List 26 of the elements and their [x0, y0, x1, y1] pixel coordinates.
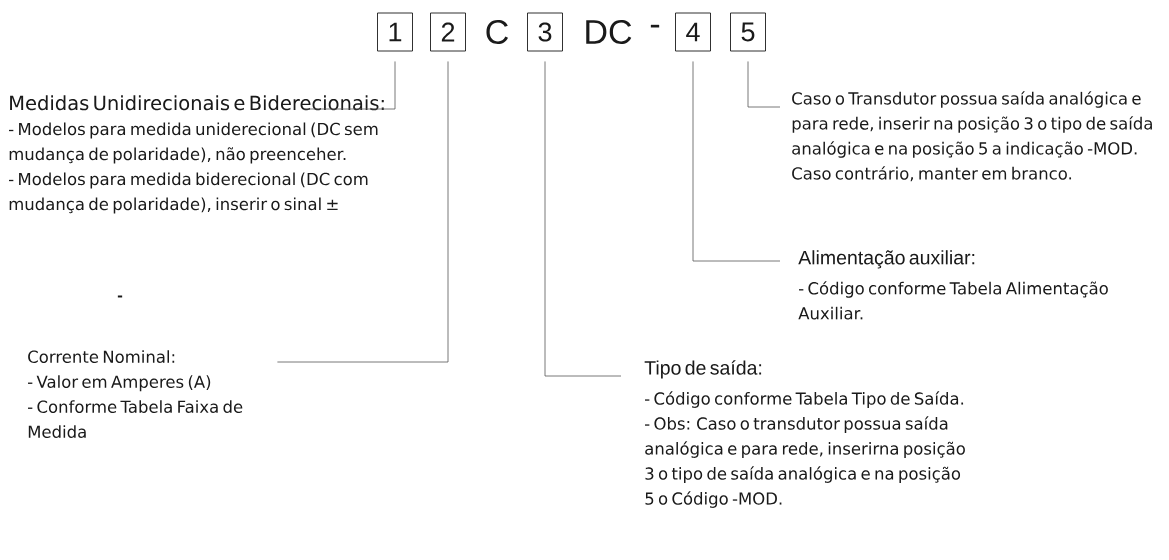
- note-text: Tipo de saída:: [644, 360, 762, 379]
- leader-line: [747, 61, 781, 108]
- leader-line: [544, 61, 622, 377]
- note-text: - Obs: Caso o transdutor possua saída analógica e para rede, inserirna posição 3 o tipo de saída analógica e na posição 5 o Código -MOD.: [645, 416, 965, 508]
- note-text: Corrente Nominal:: [28, 350, 175, 363]
- note-text: - Conforme Tabela Faixa de Medida: [28, 400, 243, 438]
- code-letters: C: [486, 19, 508, 45]
- code-box: 4: [675, 12, 711, 52]
- leader-line: [303, 61, 396, 110]
- code-letters: DC: [586, 19, 632, 45]
- leader-line: [692, 61, 781, 262]
- note-text: - Valor em Amperes (A): [28, 375, 211, 392]
- note-text: Alimentação auxiliar:: [798, 250, 975, 269]
- note-text: - Código conforme Tabela Tipo de Saída.: [645, 391, 964, 408]
- code-box: 1: [377, 12, 413, 52]
- note-text: Medidas Unidirecionais e Biderecionais:: [10, 95, 384, 111]
- note-text: - Modelos para medida uniderecional (DC sem mudança de polaridade), não preenceher.: [9, 122, 378, 164]
- note-text: Caso o Transdutor possua saída analógica e para rede, inserir na posição 3 o tipo de saída analógica e na posição 5 a indicação -MOD. Caso contrário, manter em branco.: [792, 91, 1152, 182]
- note-text: - Modelos para medida biderecional (DC com mudança de polaridade), inserir o sinal ±: [9, 172, 368, 214]
- code-box: 5: [730, 12, 766, 52]
- code-letters: -: [650, 24, 660, 28]
- code-box: 2: [430, 12, 466, 52]
- code-box: 3: [527, 12, 563, 52]
- leader-line: [277, 61, 449, 363]
- note-text: - Código conforme Tabela Alimentação Auxiliar.: [798, 281, 1108, 320]
- dash-mark: -: [117, 295, 123, 298]
